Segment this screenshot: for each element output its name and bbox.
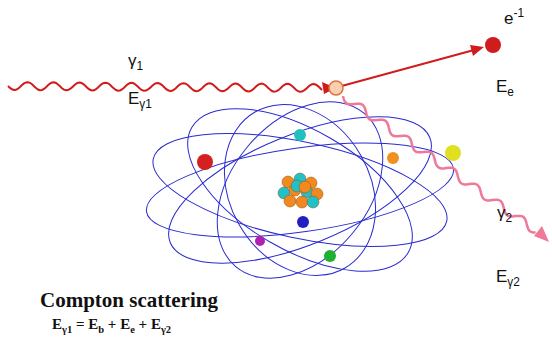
photon-label: γ1: [128, 52, 143, 71]
electron-label: e-1: [504, 10, 524, 29]
scattered-photon: [343, 96, 536, 232]
orbit-electrons: [197, 129, 461, 262]
photon-arrowhead: [534, 226, 549, 242]
nucleon: [296, 196, 308, 208]
diagram-title: Compton scattering: [40, 289, 218, 312]
struck-electron: [329, 81, 343, 95]
energy-label: Eγ1: [128, 90, 152, 109]
incident-photon: [8, 82, 322, 92]
nucleon: [284, 195, 296, 207]
electron-arrowhead: [470, 45, 484, 56]
nucleon: [307, 196, 319, 208]
nucleon: [299, 181, 311, 193]
electron-orbits: [141, 70, 460, 311]
ejected-electron: [485, 37, 501, 53]
photon-label: γ2: [497, 204, 512, 223]
electron-path: [338, 50, 474, 87]
energy-label: Ee: [496, 78, 514, 97]
nucleus: [278, 173, 323, 208]
energy-label: Eγ2: [496, 268, 520, 287]
equation: Eγ1 = Eb + Ee + Eγ2: [52, 316, 171, 333]
